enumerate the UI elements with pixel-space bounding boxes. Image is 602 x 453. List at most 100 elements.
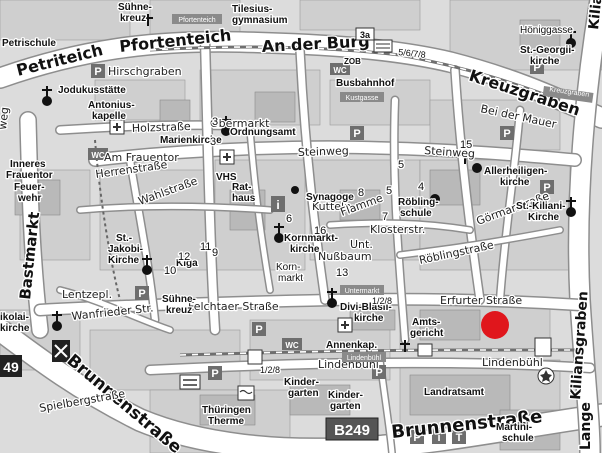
church-dot-georgii [566,38,576,48]
house-number: 8 [358,187,364,199]
place-label-kiga: Kiga [176,258,198,269]
street-label-hirschgraben: Hirschgraben [108,65,182,78]
place-label-synagoge: Synagoge [306,192,354,203]
street-label-steinweg-west: Steinweg [298,144,349,159]
place-label-landratsamt: Landratsamt [424,387,485,398]
street-label-lindenbuehl-east: Lindenbühl [482,356,543,369]
monument-icon [534,337,552,357]
parking-icon-label: P [413,432,420,444]
box-label-lindenbuehl: Lindenbühl [347,355,382,362]
box-label-kustgasse: Kustgasse [346,95,379,102]
parking-icon-label: P [353,128,360,140]
place-label-garten-1: garten [288,388,319,399]
wc-icon [330,63,350,75]
parking-icon-label: P [543,182,550,194]
info-icon-label: i [437,432,440,444]
place-label-marienkirche: Marienkirche [160,135,222,146]
street-label-unt: Unt. [350,238,373,251]
court-icon [417,343,433,357]
street-label-erfurter-strasse: Erfurter Straße [440,294,522,307]
church-dot-synagoge [291,186,299,194]
parking-symbols[interactable]: P P P P P P P P P P [91,60,554,444]
location-marker[interactable] [481,311,509,339]
route-number-3: 5/6/7/8 [398,47,426,60]
house-number: 16 [314,225,326,237]
house-number: 4 [418,181,424,193]
parking-icon [410,430,424,444]
house-number: 10 [164,265,176,277]
place-label-kinder-2: Kinder- [328,390,363,401]
parking-icon-label: P [138,288,145,300]
place-label-kinder-1: Kinder- [284,377,319,388]
place-label-kirche-georgii: kirche [530,56,560,67]
parking-icon-label: P [533,62,540,74]
boxed-labels: Pfortenteich Kreuzgraben Untermarkt Lind… [172,14,594,362]
church-dot-kornmarkt [274,233,284,243]
info-symbols[interactable]: i i T [271,196,466,444]
place-label-tilesius: Tilesius- [232,4,272,15]
place-label-kirche-jakobi: Kirche [108,255,140,266]
place-label-vhs: VHS [216,172,237,183]
place-label-therme: Therme [208,416,245,427]
place-label-kirche-nikolai: kirche [0,323,30,334]
wc-icon [88,148,108,160]
church-dot-jakobi [142,265,152,275]
wc-icon [282,338,302,350]
house-number: 9 [212,247,218,259]
place-label-gymnasium: gymnasium [232,15,288,26]
place-label-rathaus: Rat- [232,182,251,193]
wc-symbols[interactable]: WC WC WC [88,63,350,350]
church-dot-marien [221,126,231,136]
church-dot-nikolai [52,321,62,331]
place-label-martini-schule: schule [502,433,534,444]
place-label-antonius: Antonius- [88,100,135,111]
info-icon [271,196,285,212]
place-label-amts: Amts- [412,317,440,328]
route-number-2: 1/2/8 [260,365,280,375]
place-label-kirche-kiliani: Kirche [528,212,560,223]
box-label-pfortenteich: Pfortenteich [178,17,215,24]
route-number-3a: 3a [360,30,371,40]
parking-icon [372,365,386,379]
place-label-haus: haus [232,193,256,204]
place-label-st: St.- [116,233,132,244]
place-label-kornmarktkirche: Kornmarkt- [284,233,338,244]
parking-icon [252,322,266,336]
place-label-martini: Martini- [496,422,532,433]
place-label-hoeniggasse: Höniggasse [520,25,573,36]
street-label-klosterstr: Klosterstr. [370,223,425,236]
road-shield-b249: B249 [334,422,370,439]
street-label-kiliansgraben-north: Kiliansgraben [586,0,602,30]
parking-icon-label: P [503,128,510,140]
place-label-ordnungsamt: Ordnungsamt [230,127,296,138]
house-number: 12 [178,251,190,263]
parking-icon-label: P [94,66,101,78]
parking-icon-label: P [255,324,262,336]
place-label-busbahnhof: Busbahnhof [336,78,395,89]
place-label-jakobi: Jakobi- [108,244,143,255]
wc-icon-label: WC [91,151,105,160]
place-labels: Tilesius- gymnasium Petrischule Jodukuss… [0,1,576,446]
cross-boxes [52,39,555,401]
place-label-wehr: wehr [17,193,41,204]
place-label-thueringen: Thüringen [202,405,251,416]
church-dot-allerheiligen [472,163,482,173]
parking-icon [540,180,554,194]
parking-icon [530,60,544,74]
church-dot-roebling [430,194,440,204]
info-icon-label: i [276,198,279,212]
street-label-kutteln: Kutteln [312,200,351,213]
place-label-st-kiliani: St.-Kiliani- [516,201,565,212]
place-label-kirche-allerheiligen: kirche [500,177,530,188]
place-label-feuerwehr: Feuer- [14,182,45,193]
route-number-49: 49 [3,359,19,375]
parking-icon [350,126,364,140]
house-number: 6 [286,213,292,225]
tower-icon [247,349,263,365]
parking-icon [208,366,222,380]
street-label-felchtaer: Felchtaer Straße [188,300,279,313]
box-label-untermarkt: Untermarkt [345,288,380,295]
